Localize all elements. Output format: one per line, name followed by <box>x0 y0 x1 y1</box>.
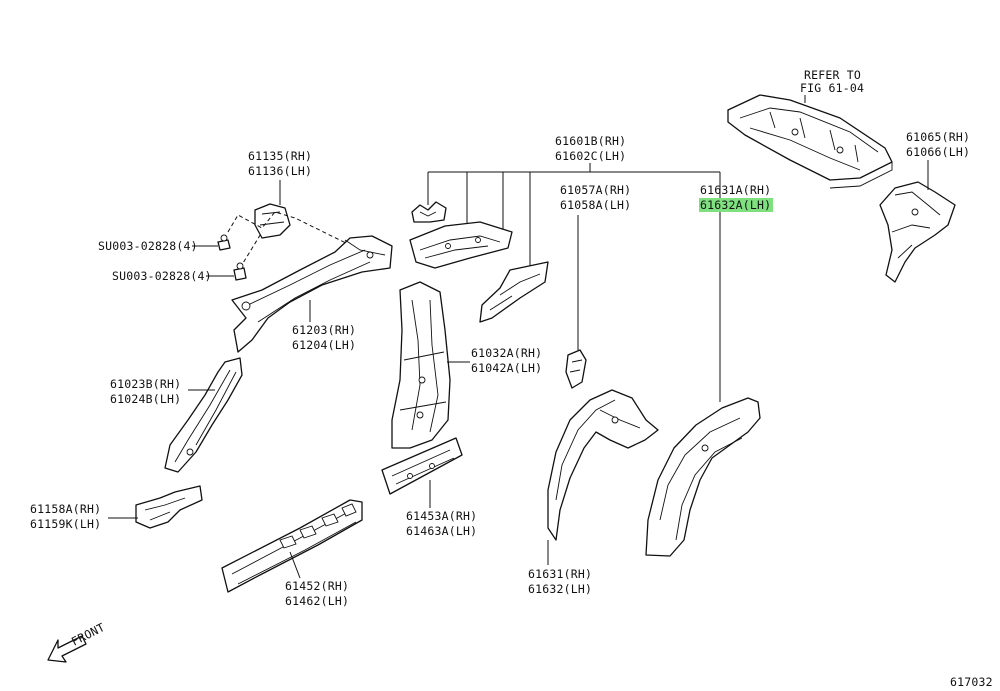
label-61203[interactable]: 61203(RH) <box>292 323 356 337</box>
label-61159[interactable]: 61159K(LH) <box>30 517 101 531</box>
part-61452-rocker[interactable] <box>221 499 363 593</box>
label-61066[interactable]: 61066(LH) <box>906 145 970 159</box>
bolt-icon[interactable] <box>233 262 247 281</box>
label-front: FRONT <box>69 620 107 649</box>
bolt-icon[interactable] <box>217 234 231 251</box>
part-61032-pillar[interactable] <box>391 281 451 449</box>
part-61158-bracket[interactable] <box>135 485 203 529</box>
label-61463[interactable]: 61463A(LH) <box>406 524 477 538</box>
part-61135-bracket[interactable] <box>254 203 291 239</box>
label-61204[interactable]: 61204(LH) <box>292 338 356 352</box>
leader-line <box>289 551 301 579</box>
label-61065[interactable]: 61065(RH) <box>906 130 970 144</box>
figure-number: 617032 <box>950 675 993 689</box>
part-61065-bracket[interactable] <box>879 181 956 283</box>
label-61632a-highlighted[interactable]: 61632A(LH) <box>700 198 771 212</box>
label-su003-upper[interactable]: SU003-02828(4) <box>98 239 198 253</box>
label-61057[interactable]: 61057A(RH) <box>560 183 631 197</box>
label-61452[interactable]: 61452(RH) <box>285 579 349 593</box>
label-61631[interactable]: 61631(RH) <box>528 567 592 581</box>
label-61136[interactable]: 61136(LH) <box>248 164 312 178</box>
highlight-marker <box>699 198 773 212</box>
label-61631a[interactable]: 61631A(RH) <box>700 183 771 197</box>
part-61203-rail[interactable] <box>231 235 393 353</box>
label-refer-fig: FIG 61-04 <box>800 81 864 95</box>
part-61023-pillar[interactable] <box>164 357 243 473</box>
brace-part[interactable] <box>479 261 549 323</box>
label-su003-lower[interactable]: SU003-02828(4) <box>112 269 212 283</box>
inner-panel-part[interactable] <box>409 221 513 269</box>
label-61032[interactable]: 61032A(RH) <box>471 346 542 360</box>
label-61462[interactable]: 61462(LH) <box>285 594 349 608</box>
label-61135[interactable]: 61135(RH) <box>248 149 312 163</box>
label-61058[interactable]: 61058A(LH) <box>560 198 631 212</box>
front-arrow-icon <box>47 635 87 663</box>
callout-labels: REFER TO FIG 61-04 61065(RH) 61066(LH) 6… <box>30 68 993 689</box>
label-61024[interactable]: 61024B(LH) <box>110 392 181 406</box>
label-61023[interactable]: 61023B(RH) <box>110 377 181 391</box>
label-61453[interactable]: 61453A(RH) <box>406 509 477 523</box>
label-61042[interactable]: 61042A(LH) <box>471 361 542 375</box>
group-leader-61601 <box>427 163 721 402</box>
label-61602[interactable]: 61602C(LH) <box>555 149 626 163</box>
label-61601[interactable]: 61601B(RH) <box>555 134 626 148</box>
label-refer-to: REFER TO <box>804 68 861 82</box>
label-61158[interactable]: 61158A(RH) <box>30 502 101 516</box>
dashed-guide <box>227 211 351 246</box>
package-tray-part[interactable] <box>727 94 893 189</box>
part-61057-clip[interactable] <box>565 349 587 389</box>
part-61631-wheelhouse[interactable] <box>547 389 659 541</box>
label-61632[interactable]: 61632(LH) <box>528 582 592 596</box>
part-61631a-outer-wheelhouse[interactable] <box>645 397 761 557</box>
clip-part[interactable] <box>411 201 447 223</box>
dashed-guide <box>239 231 263 269</box>
part-61453-plate[interactable] <box>381 437 463 495</box>
